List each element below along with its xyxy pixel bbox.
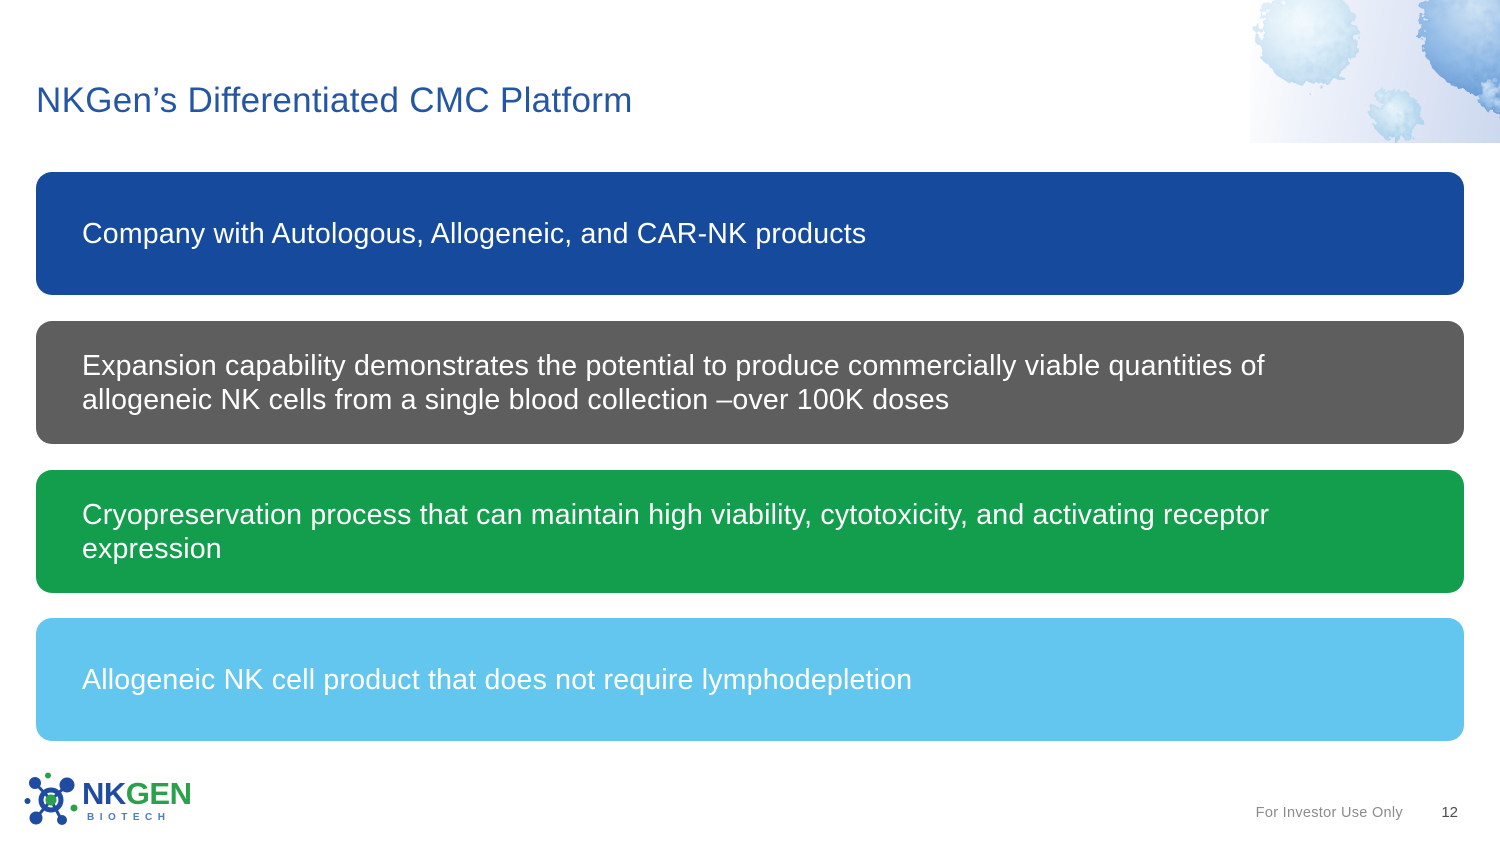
page-number: 12 <box>1441 804 1458 821</box>
statement-box-expansion: Expansion capability demonstrates the po… <box>36 321 1464 444</box>
wordmark-biotech: BIOTECH <box>87 812 171 823</box>
nkgen-wordmark: NKGEN BIOTECH <box>82 778 192 823</box>
footer-disclaimer: For Investor Use Only <box>1255 805 1403 821</box>
nk-cells-image <box>1250 0 1500 143</box>
wordmark-nk: NK <box>82 776 126 811</box>
page-title: NKGen’s Differentiated CMC Platform <box>36 81 633 121</box>
statement-box-products: Company with Autologous, Allogeneic, and… <box>36 172 1464 295</box>
wordmark-gen: GEN <box>125 776 192 811</box>
statement-text: Company with Autologous, Allogeneic, and… <box>82 217 867 250</box>
statement-text: Cryopreservation process that can mainta… <box>82 498 1270 565</box>
statement-text: Expansion capability demonstrates the po… <box>82 349 1265 416</box>
statement-box-cryopreservation: Cryopreservation process that can mainta… <box>36 470 1464 593</box>
nkgen-logo: NKGEN BIOTECH <box>24 770 192 828</box>
molecule-network-icon <box>24 772 78 825</box>
statement-box-lymphodepletion: Allogeneic NK cell product that does not… <box>36 618 1464 741</box>
nk-cells-illustration <box>1258 0 1500 140</box>
statement-text: Allogeneic NK cell product that does not… <box>82 663 913 696</box>
